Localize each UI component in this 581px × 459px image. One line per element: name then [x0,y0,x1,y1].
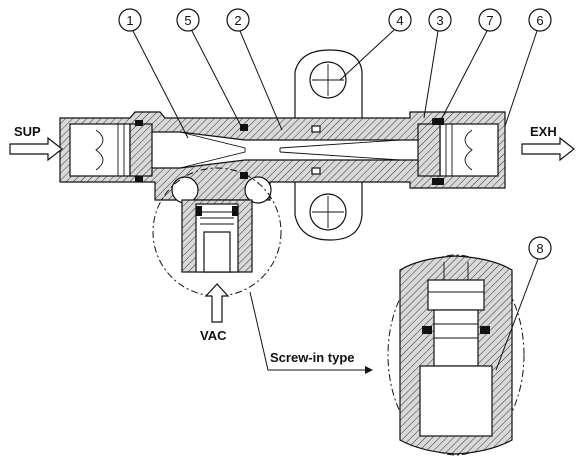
exh-label: EXH [530,124,557,139]
callout-7: 7 [441,8,502,119]
main-body [59,111,506,204]
callout-4: 4 [339,8,412,81]
vac-arrow [204,283,230,323]
callout-2: 2 [226,8,283,131]
detail-caption: Screw-in type [270,350,355,365]
vac-label: VAC [200,328,227,343]
callout-5: 5 [176,8,243,129]
svg-text:6: 6 [536,13,543,28]
vacuum-port-assembly [181,199,253,273]
callout-1: 1 [118,8,189,139]
mounting-bracket [294,49,363,241]
svg-text:4: 4 [396,13,403,28]
svg-text:1: 1 [126,13,133,28]
callout-8: 8 [495,236,552,371]
callout-6: 6 [504,8,552,127]
exh-arrow [521,136,575,162]
sup-arrow [9,136,63,162]
svg-text:5: 5 [184,13,191,28]
detail-leader [249,291,373,374]
detail-view-screw-in [387,254,525,456]
svg-text:3: 3 [436,13,443,28]
svg-text:7: 7 [486,13,493,28]
svg-text:2: 2 [234,13,241,28]
callout-3: 3 [423,8,452,119]
sup-label: SUP [14,124,41,139]
svg-text:8: 8 [536,241,543,256]
